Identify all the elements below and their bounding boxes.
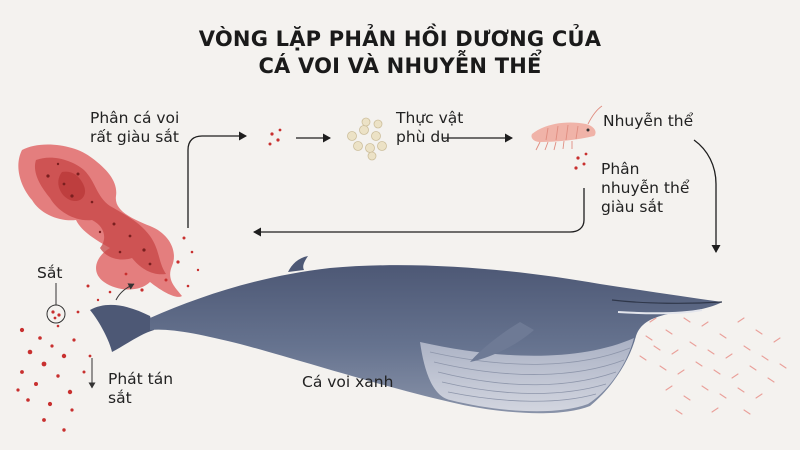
diagram-title: VÒNG LẶP PHẢN HỒI DƯƠNG CỦA CÁ VOI VÀ NH… bbox=[0, 26, 800, 80]
label-phytoplankton: Thực vật phù du bbox=[396, 109, 464, 146]
feedback-arrows bbox=[187, 131, 721, 253]
iron-marker bbox=[46, 283, 66, 324]
label-blue-whale: Cá voi xanh bbox=[302, 373, 394, 391]
iron-dots bbox=[268, 128, 282, 146]
label-iron-dispersal: Phát tán sắt bbox=[108, 370, 174, 407]
krill-icon bbox=[531, 105, 603, 151]
small-arrows bbox=[88, 283, 135, 389]
arrow-up-to-iron bbox=[187, 131, 247, 228]
arrow-krill-down bbox=[693, 139, 721, 253]
label-krill: Nhuyễn thể bbox=[603, 112, 694, 130]
krill-feces-dots bbox=[574, 152, 588, 170]
iron-particles bbox=[16, 236, 200, 432]
title-line-1: VÒNG LẶP PHẢN HỒI DƯƠNG CỦA bbox=[198, 27, 602, 51]
title-line-2: CÁ VOI VÀ NHUYỄN THỂ bbox=[258, 54, 542, 78]
label-whale-feces: Phân cá voi rất giàu sắt bbox=[90, 109, 180, 146]
label-iron: Sắt bbox=[37, 264, 63, 282]
krill-swarm bbox=[639, 317, 787, 415]
blue-whale bbox=[90, 256, 723, 414]
label-krill-feces: Phân nhuyễn thể giàu sắt bbox=[601, 160, 690, 216]
phytoplankton-icon bbox=[347, 117, 387, 161]
whale-feces-plume bbox=[18, 144, 182, 297]
arrow-iron-up bbox=[115, 283, 135, 301]
arrow-krill-feces-back bbox=[253, 188, 585, 237]
